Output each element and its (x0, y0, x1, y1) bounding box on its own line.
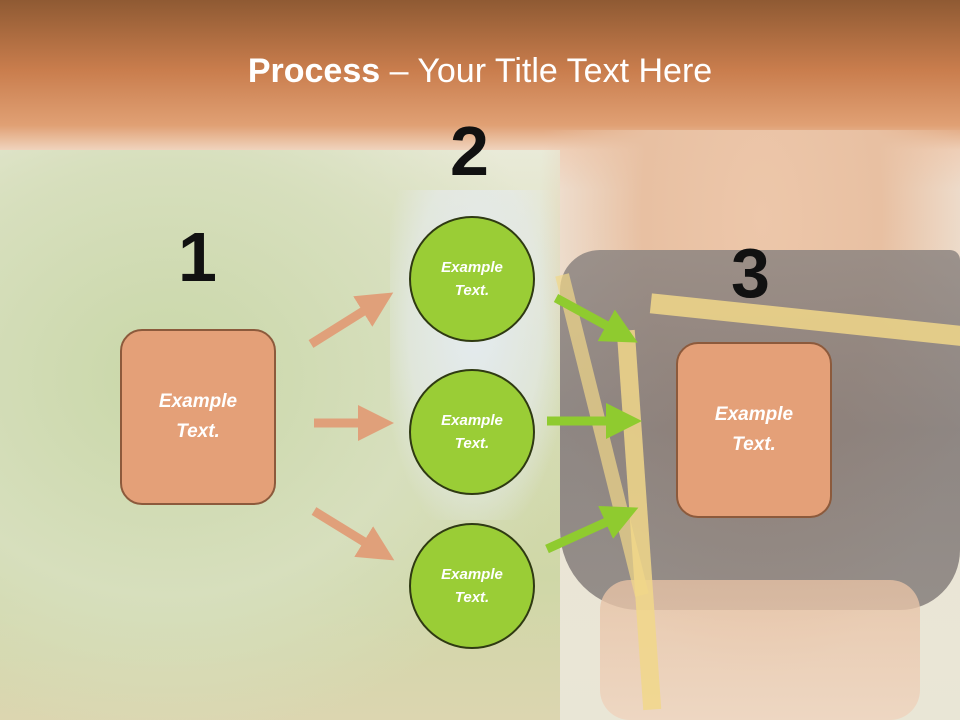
slide-title: Process – Your Title Text Here (0, 52, 960, 91)
process-box-right: Example Text. (676, 342, 832, 518)
step-number-1: 1 (178, 218, 217, 296)
process-circle-1: Example Text. (409, 216, 535, 342)
arrow-left-to-circle-3 (311, 507, 395, 561)
step-number-3: 3 (731, 234, 770, 312)
process-circle-2-text: Example Text. (441, 412, 503, 452)
process-circle-2: Example Text. (409, 369, 535, 495)
process-box-left-text: Example Text. (158, 391, 238, 442)
process-box-right-text: Example Text. (714, 404, 794, 455)
arrow-circle-3-to-right (545, 506, 639, 554)
process-circle-3: Example Text. (409, 523, 535, 649)
title-rest: Your Title Text Here (417, 52, 713, 90)
process-circle-3-text: Example Text. (441, 566, 503, 606)
process-circle-1-text: Example Text. (441, 259, 503, 299)
title-bold: Process (247, 52, 381, 90)
process-box-left: Example Text. (120, 329, 276, 505)
arrow-circle-1-to-right (553, 294, 638, 343)
step-number-2: 2 (450, 112, 489, 190)
arrow-left-to-circle-1 (308, 292, 394, 348)
title-dash: – (380, 52, 418, 90)
